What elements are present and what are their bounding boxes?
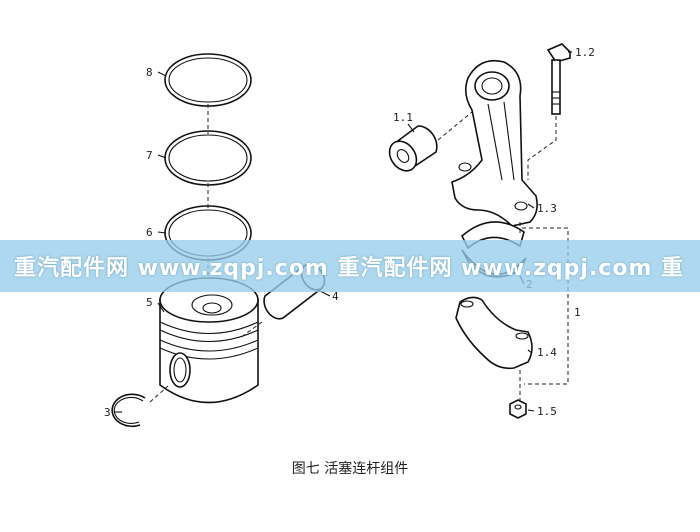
label-rod-body: 1.3	[537, 202, 557, 215]
circlip	[111, 393, 146, 428]
piston-ring-7	[164, 130, 252, 186]
watermark-banner: 重汽配件网 www.zqpj.com 重汽配件网 www.zqpj.com 重	[0, 240, 700, 292]
piston-ring-8	[164, 53, 252, 107]
label-ring-7: 7	[146, 149, 153, 162]
piston	[159, 277, 259, 404]
label-ring-8: 8	[146, 66, 153, 79]
label-ring-6: 6	[146, 226, 153, 239]
label-bolt: 1.2	[575, 46, 595, 59]
connecting-rod-nut	[509, 399, 527, 419]
connecting-rod-bushing	[388, 125, 438, 172]
connecting-rod-bolt	[546, 43, 571, 115]
connecting-rod-cap	[455, 296, 533, 370]
label-piston: 5	[146, 296, 153, 309]
figure-caption: 图七 活塞连杆组件	[291, 461, 409, 477]
label-rod-assembly: 1	[574, 306, 581, 319]
label-bushing: 1.1	[393, 111, 413, 124]
watermark-text: 重汽配件网 www.zqpj.com 重汽配件网 www.zqpj.com 重	[14, 256, 685, 281]
label-rod-nut: 1.5	[537, 405, 557, 418]
label-rod-cap: 1.4	[537, 346, 557, 359]
label-pin: 4	[332, 290, 339, 303]
label-circlip: 3	[104, 406, 111, 419]
connecting-rod-body	[451, 59, 538, 227]
